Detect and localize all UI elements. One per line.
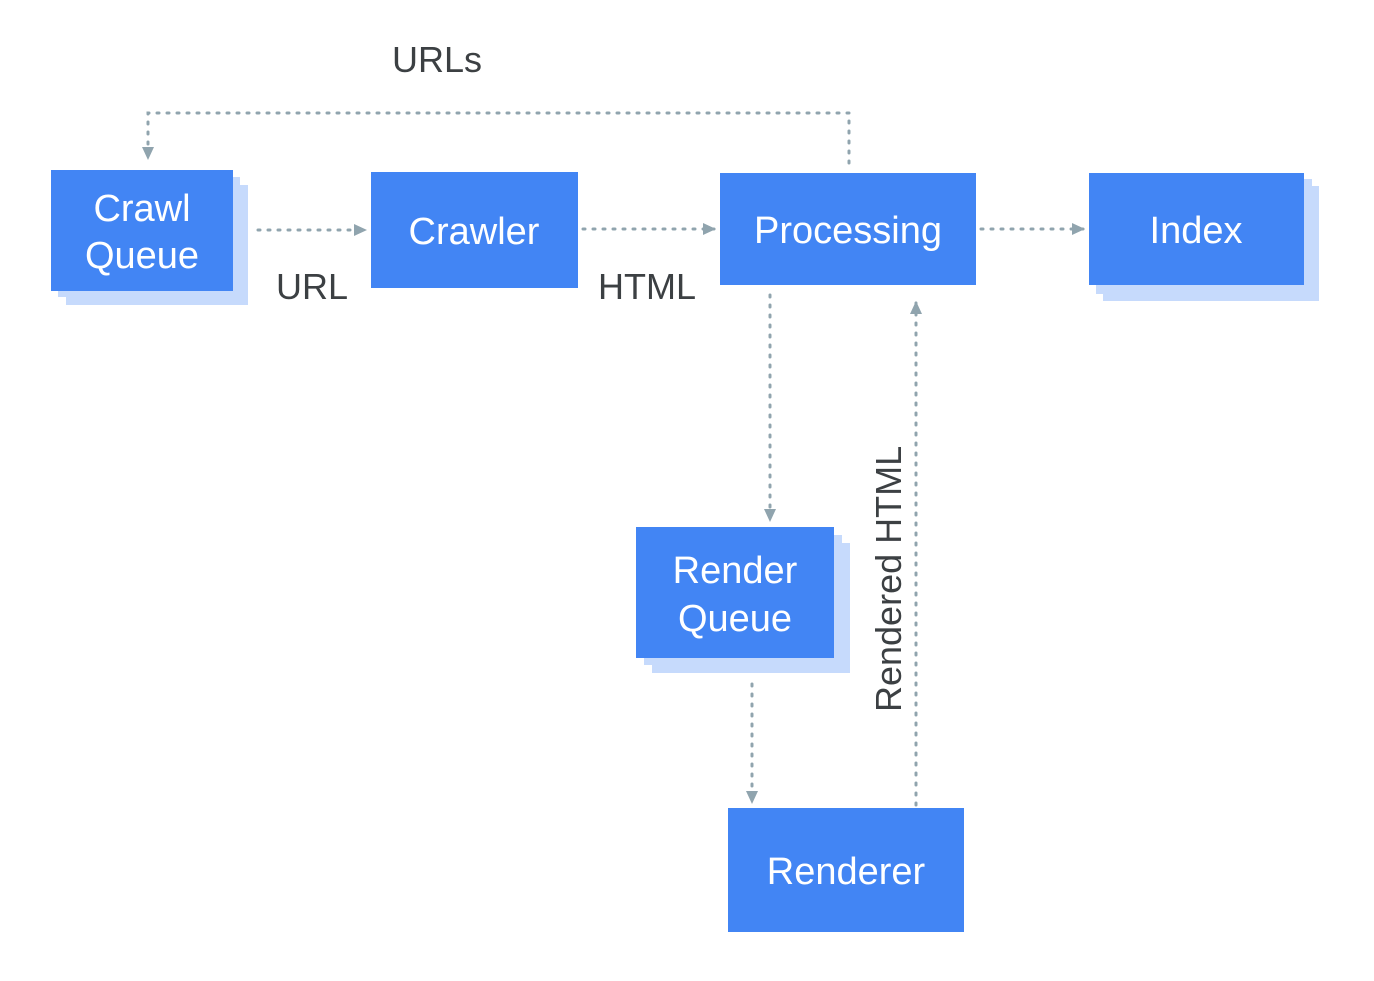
node-processing: Processing bbox=[720, 173, 976, 285]
node-label-line2: Queue bbox=[678, 598, 792, 640]
node-label-line1: Render bbox=[673, 550, 798, 592]
node-box bbox=[720, 173, 976, 285]
node-label-line1: Crawl bbox=[93, 188, 190, 230]
label-url: URL bbox=[276, 266, 348, 307]
edge-urls-loop bbox=[142, 111, 851, 165]
node-label-line2: Queue bbox=[85, 235, 199, 277]
node-box bbox=[1089, 173, 1304, 285]
node-box bbox=[51, 170, 233, 291]
node-label: Processing bbox=[754, 210, 942, 252]
label-html: HTML bbox=[598, 266, 696, 307]
node-render-queue: Render Queue bbox=[636, 527, 850, 673]
node-box bbox=[636, 527, 834, 658]
edges bbox=[142, 111, 1085, 807]
node-renderer: Renderer bbox=[728, 808, 964, 932]
label-urls: URLs bbox=[392, 39, 482, 80]
node-label: Crawler bbox=[409, 211, 540, 253]
node-box bbox=[371, 172, 578, 288]
node-label: Renderer bbox=[767, 851, 926, 893]
node-crawl-queue: Crawl Queue bbox=[51, 170, 248, 305]
node-box bbox=[728, 808, 964, 932]
label-rendered-html: Rendered HTML bbox=[868, 446, 909, 712]
node-crawler: Crawler bbox=[371, 172, 578, 288]
node-label: Index bbox=[1150, 210, 1243, 252]
edge-labels: URLs URL HTML Rendered HTML bbox=[276, 39, 909, 712]
node-index: Index bbox=[1089, 173, 1319, 301]
